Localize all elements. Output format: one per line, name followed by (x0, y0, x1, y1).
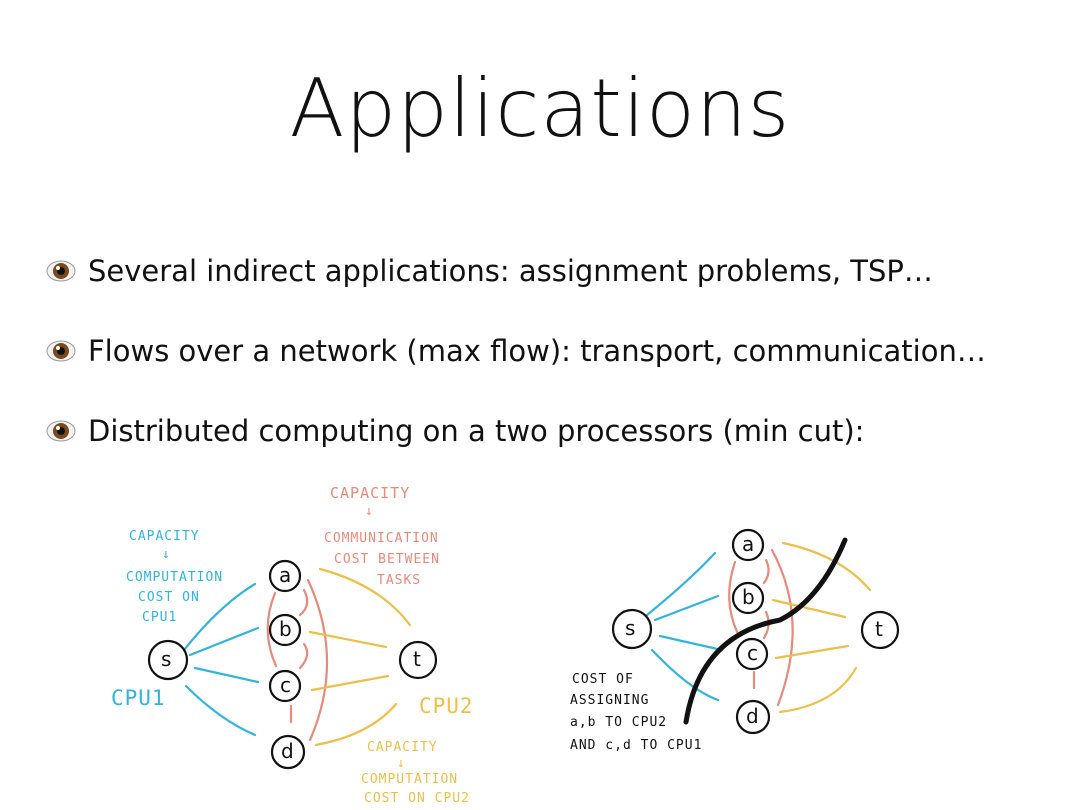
blue-note-line: COMPUTATION (126, 570, 224, 585)
cut-note-line: COST OF (572, 672, 634, 687)
node-a: a (742, 532, 756, 556)
yellow-note-line: COMPUTATION (361, 772, 459, 787)
node-a: a (279, 563, 293, 587)
node-d: d (281, 739, 295, 763)
blue-note-line: CPU1 (142, 610, 178, 625)
node-s: s (161, 647, 173, 671)
bullet-item: Flows over a network (max flow): transpo… (46, 334, 986, 368)
slide-title: Applications (289, 62, 791, 155)
node-c: c (280, 673, 292, 697)
blue-note-line: COST ON (138, 590, 200, 605)
bullet-item: Several indirect applications: assignmen… (46, 254, 933, 288)
left-graph-edges (182, 567, 412, 747)
cpu2-label: CPU2 (419, 694, 474, 718)
red-note-arrow: ↓ (365, 504, 374, 519)
blue-note-arrow: ↓ (162, 547, 171, 562)
red-note-line: CAPACITY (330, 484, 411, 502)
eye-icon (46, 260, 76, 282)
node-s: s (625, 616, 637, 640)
eye-icon (46, 420, 76, 442)
cpu1-label: CPU1 (111, 686, 166, 710)
bullet-text: Distributed computing on a two processor… (88, 414, 865, 448)
right-graph-edges (645, 537, 872, 725)
red-note-line: COMMUNICATION (324, 531, 439, 546)
cut-note-line: ASSIGNING (570, 693, 650, 708)
left-graph-nodes (147, 559, 438, 770)
blue-note-line: CAPACITY (129, 529, 200, 544)
cut-note-line: AND c,d TO CPU1 (570, 738, 703, 753)
yellow-note-line: COST ON CPU2 (364, 791, 470, 806)
node-d: d (746, 704, 760, 728)
min-cut-line (683, 537, 848, 725)
yellow-note-arrow: ↓ (397, 756, 406, 771)
node-t: t (413, 647, 422, 671)
red-note-line: COST BETWEEN (334, 552, 440, 567)
eye-icon (46, 340, 76, 362)
node-b: b (279, 617, 293, 641)
node-b: b (742, 585, 756, 609)
cut-note-line: a,b TO CPU2 (570, 715, 668, 730)
yellow-note-line: CAPACITY (367, 740, 438, 755)
node-c: c (747, 641, 759, 665)
red-note-line: TASKS (377, 573, 422, 588)
bullet-text: Flows over a network (max flow): transpo… (88, 334, 986, 368)
bullet-item: Distributed computing on a two processor… (46, 414, 864, 448)
right-graph-nodes (611, 528, 900, 735)
node-t: t (875, 617, 884, 641)
bullet-text: Several indirect applications: assignmen… (88, 254, 933, 288)
